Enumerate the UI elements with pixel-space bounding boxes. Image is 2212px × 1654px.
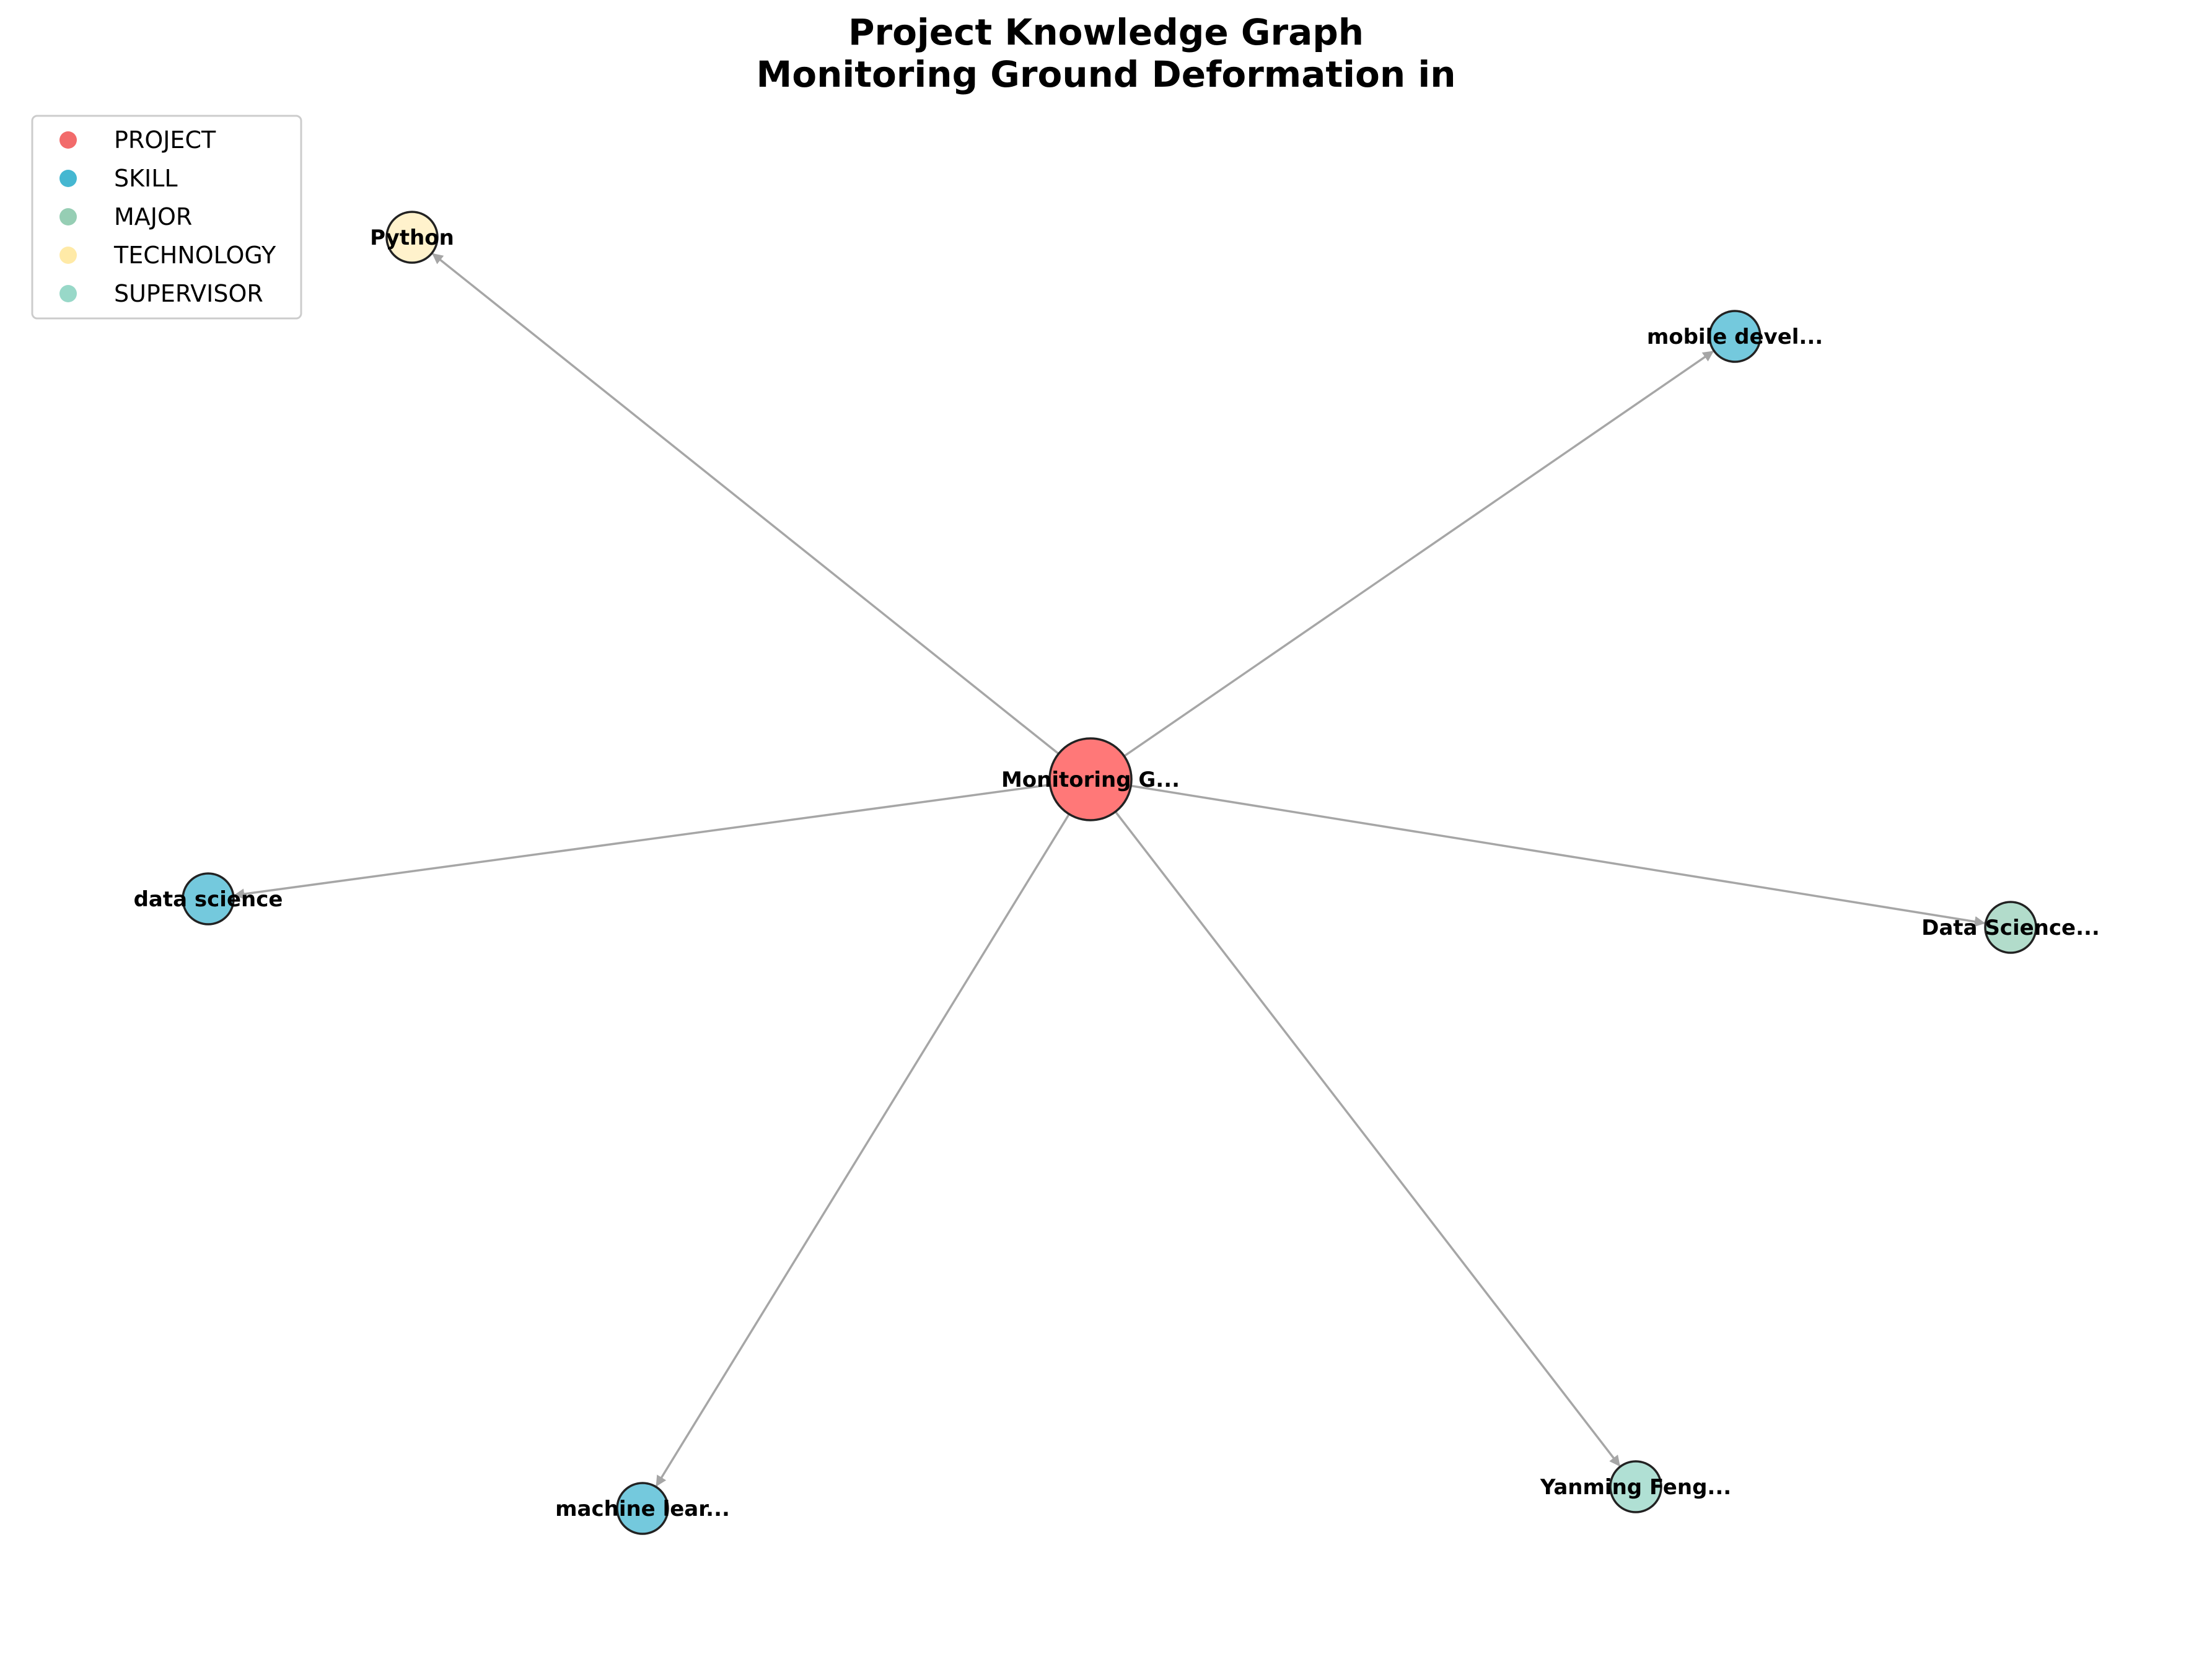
node-label-ml: machine lear... bbox=[555, 1497, 730, 1521]
node-datasci[interactable]: data science bbox=[134, 872, 283, 925]
node-mobile[interactable]: mobile devel... bbox=[1647, 310, 1823, 363]
legend-label: MAJOR bbox=[114, 203, 192, 230]
node-circle-supervisor[interactable] bbox=[1609, 1460, 1662, 1513]
legend-marker bbox=[59, 131, 77, 149]
node-label-supervisor: Yanming Feng... bbox=[1540, 1475, 1731, 1500]
legend-marker bbox=[59, 285, 77, 302]
legend-marker bbox=[59, 170, 77, 187]
legend-label: TECHNOLOGY bbox=[113, 242, 276, 269]
node-supervisor[interactable]: Yanming Feng... bbox=[1540, 1460, 1731, 1513]
legend: PROJECT SKILL MAJOR TECHNOLOGY SUPERVISOR bbox=[31, 115, 302, 320]
legend-marker bbox=[59, 247, 77, 264]
node-circle-datasci[interactable] bbox=[182, 872, 235, 925]
legend-frame bbox=[31, 115, 302, 320]
legend-item-supervisor: SUPERVISOR bbox=[59, 280, 263, 307]
node-label-python: Python bbox=[370, 225, 454, 250]
edge-to-major bbox=[1130, 784, 1986, 927]
legend-items: PROJECT SKILL MAJOR TECHNOLOGY SUPERVISOR bbox=[59, 126, 276, 307]
center-node-project[interactable]: Monitoring G... bbox=[1001, 737, 1180, 821]
edge-layer bbox=[233, 253, 1986, 1487]
legend-item-technology: TECHNOLOGY bbox=[59, 242, 276, 269]
edge-to-mobile bbox=[1123, 350, 1714, 758]
legend-label: SUPERVISOR bbox=[114, 280, 263, 307]
legend-item-project: PROJECT bbox=[59, 126, 216, 154]
legend-label: SKILL bbox=[114, 165, 178, 192]
edge-to-ml bbox=[656, 813, 1070, 1487]
edge-to-supervisor bbox=[1114, 811, 1621, 1467]
node-circle-project[interactable] bbox=[1048, 737, 1133, 821]
chart-title-line-1: Project Knowledge Graph bbox=[848, 11, 1364, 53]
legend-item-skill: SKILL bbox=[59, 165, 178, 192]
node-python[interactable]: Python bbox=[370, 211, 454, 264]
node-label-datasci: data science bbox=[134, 887, 283, 912]
edge-to-python bbox=[432, 253, 1060, 755]
legend-marker bbox=[59, 208, 77, 225]
node-circle-ml[interactable] bbox=[616, 1482, 669, 1535]
node-circle-mobile[interactable] bbox=[1708, 310, 1762, 363]
edge-to-datasci bbox=[233, 784, 1050, 899]
node-circle-python[interactable] bbox=[385, 211, 439, 264]
node-ml[interactable]: machine lear... bbox=[555, 1482, 730, 1535]
node-label-project: Monitoring G... bbox=[1001, 768, 1180, 792]
legend-label: PROJECT bbox=[114, 126, 216, 154]
chart-title-line-2: Monitoring Ground Deformation in bbox=[757, 53, 1456, 95]
node-circle-major[interactable] bbox=[1984, 901, 2037, 954]
legend-item-major: MAJOR bbox=[59, 203, 192, 230]
node-major[interactable]: Data Science... bbox=[1921, 901, 2100, 954]
node-label-mobile: mobile devel... bbox=[1647, 325, 1823, 349]
node-label-major: Data Science... bbox=[1921, 916, 2100, 940]
